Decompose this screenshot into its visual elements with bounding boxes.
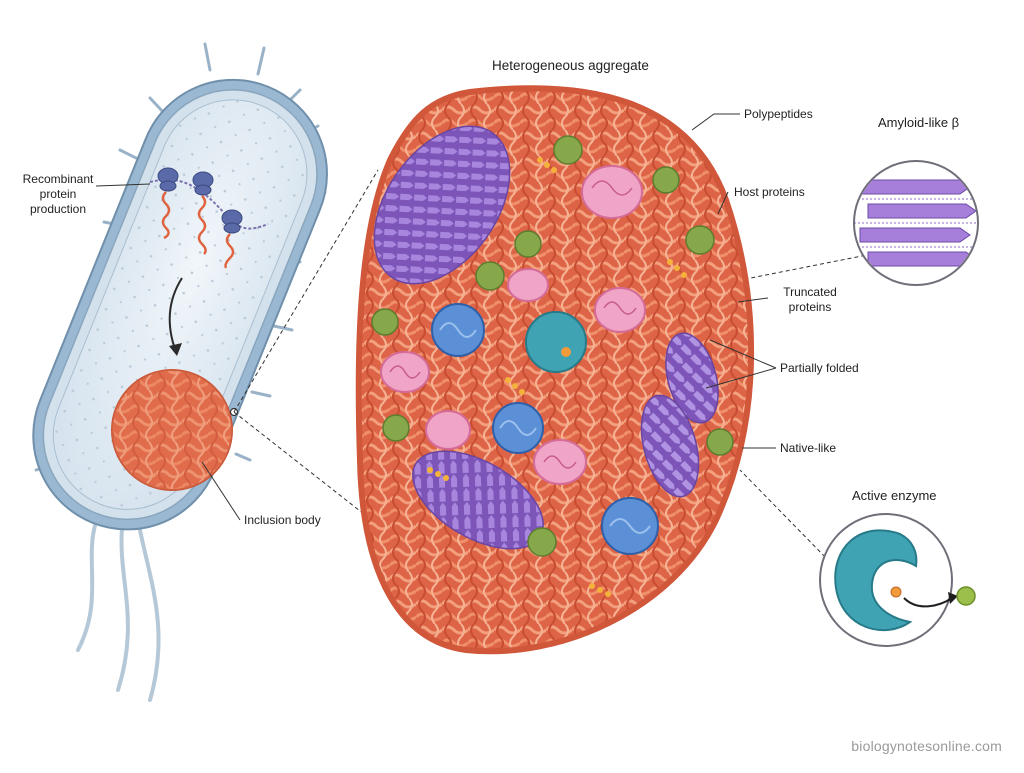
label-inclusion-body: Inclusion body <box>244 513 321 527</box>
label-recombinant-production: Recombinant protein production <box>22 172 94 216</box>
label-host-proteins: Host proteins <box>734 185 805 199</box>
watermark: biologynotesonline.com <box>851 738 1002 754</box>
host-proteins <box>371 135 734 557</box>
beta-sheet-region <box>640 394 700 498</box>
label-leader-lines <box>95 113 777 521</box>
label-native-like: Native-like <box>780 441 837 455</box>
label-polypeptides: Polypeptides <box>744 107 813 121</box>
label-truncated-proteins: Truncated proteins <box>783 285 837 314</box>
beta-sheet-region <box>665 332 719 424</box>
diagram-title: Heterogeneous aggregate <box>492 58 649 73</box>
heterogeneous-aggregate <box>355 85 755 655</box>
partially-folded-proteins <box>380 165 646 485</box>
beta-sheet-region <box>373 125 511 285</box>
label-partially-folded: Partially folded <box>780 361 859 375</box>
label-active-enzyme: Active enzyme <box>852 488 937 503</box>
bacterium-cell <box>32 42 328 702</box>
amyloid-inset <box>853 160 979 286</box>
enzyme-inset <box>819 513 976 647</box>
label-amyloid-inset: Amyloid-like β <box>878 115 960 130</box>
